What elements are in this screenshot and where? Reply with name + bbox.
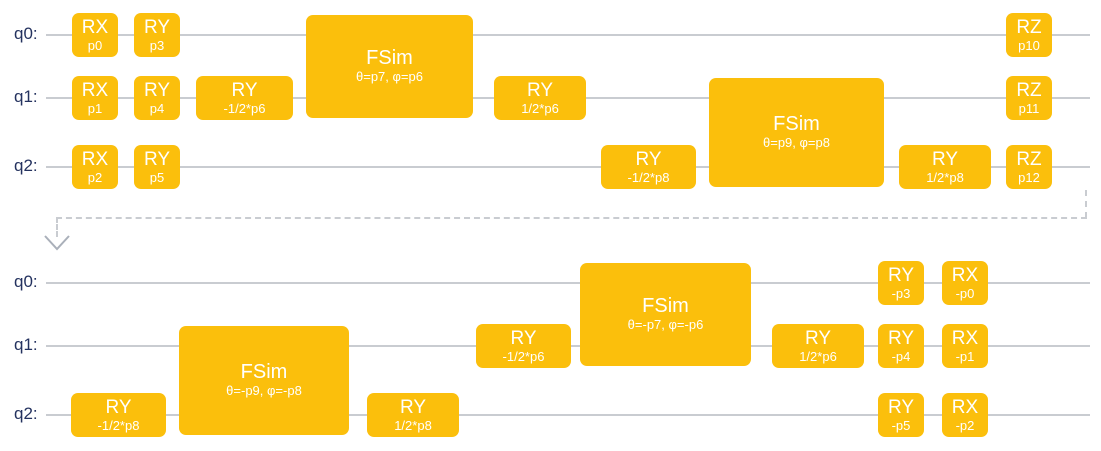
qubit-wire-q0: [46, 34, 1090, 36]
qubit-wire-q0: [46, 282, 1090, 284]
gate-param-label: p4: [149, 100, 165, 116]
gate-name-label: RY: [635, 148, 662, 170]
gate-param-label: 1/2*p8: [926, 169, 964, 185]
gate-param-label: p0: [87, 37, 103, 53]
gate-name-label: FSim: [240, 360, 288, 383]
gate-ry-q2[interactable]: RY-1/2*p8: [601, 145, 696, 189]
gate-param-label: -p5: [891, 417, 911, 433]
gate-param-label: -p4: [891, 348, 911, 364]
gate-param-label: -1/2*p6: [502, 348, 545, 364]
gate-param-label: θ=p9, φ=p8: [763, 134, 830, 150]
qubit-wire-q2: [46, 166, 1090, 168]
gate-name-label: RY: [887, 327, 915, 349]
gate-param-label: θ=p7, φ=p6: [356, 68, 423, 84]
gate-name-label: FSim: [366, 46, 413, 69]
gate-ry-q1[interactable]: RY-1/2*p6: [476, 324, 571, 368]
gate-name-label: FSim: [773, 112, 820, 135]
gate-param-label: -1/2*p8: [97, 417, 140, 433]
connector-vertical-left-segment: [56, 217, 58, 237]
gate-param-label: 1/2*p6: [521, 100, 559, 116]
gate-rx-q0[interactable]: RX-p0: [942, 261, 988, 305]
qubit-label-q2: q2:: [14, 156, 38, 175]
qubit-label-q1: q1:: [14, 335, 38, 354]
gate-param-label: -p2: [955, 417, 975, 433]
gate-name-label: RZ: [1016, 79, 1042, 101]
connector-horizontal-segment: [56, 217, 1087, 219]
qubit-wire-q2: [46, 414, 1090, 416]
gate-param-label: -1/2*p8: [627, 169, 670, 185]
gate-param-label: -p3: [891, 285, 911, 301]
gate-name-label: RY: [804, 327, 832, 349]
gate-name-label: RY: [931, 148, 959, 170]
gate-name-label: RY: [105, 396, 132, 418]
gate-name-label: RY: [231, 79, 258, 101]
gate-name-label: RY: [887, 264, 915, 286]
qubit-label-q0: q0:: [14, 24, 38, 43]
gate-ry-q2[interactable]: RY-p5: [878, 393, 924, 437]
gate-name-label: RY: [510, 327, 537, 349]
gate-name-label: RZ: [1016, 16, 1042, 38]
gate-param-label: 1/2*p6: [799, 348, 837, 364]
gate-param-label: p11: [1018, 100, 1040, 116]
qubit-label-q0: q0:: [14, 272, 38, 291]
gate-name-label: RY: [143, 16, 171, 38]
gate-param-label: -p0: [955, 285, 975, 301]
gate-name-label: FSim: [642, 294, 689, 317]
gate-name-label: RY: [399, 396, 427, 418]
connector-vertical-right-segment: [1085, 190, 1087, 218]
gate-param-label: θ=-p7, φ=-p6: [627, 316, 704, 332]
gate-ry-q1[interactable]: RY-p4: [878, 324, 924, 368]
gate-name-label: RX: [81, 148, 109, 170]
gate-param-label: -p1: [955, 348, 975, 364]
gate-name-label: RX: [951, 327, 979, 349]
gate-rx-q1[interactable]: RX-p1: [942, 324, 988, 368]
gate-param-label: 1/2*p8: [394, 417, 432, 433]
gate-param-label: p2: [87, 169, 103, 185]
gate-ry-q1[interactable]: RY-1/2*p6: [196, 76, 293, 120]
gate-param-label: θ=-p9, φ=-p8: [226, 382, 302, 398]
gate-param-label: p10: [1018, 37, 1040, 53]
gate-name-label: RX: [81, 16, 109, 38]
gate-name-label: RX: [81, 79, 109, 101]
gate-name-label: RY: [143, 79, 171, 101]
gate-name-label: RY: [143, 148, 171, 170]
gate-rx-q2[interactable]: RX-p2: [942, 393, 988, 437]
gate-name-label: RX: [951, 396, 979, 418]
gate-param-label: p12: [1018, 169, 1040, 185]
gate-param-label: -1/2*p6: [223, 100, 266, 116]
qubit-label-q2: q2:: [14, 404, 38, 423]
gate-ry-q2[interactable]: RY-1/2*p8: [71, 393, 166, 437]
gate-param-label: p3: [149, 37, 165, 53]
gate-param-label: p5: [149, 169, 165, 185]
gate-name-label: RY: [887, 396, 915, 418]
gate-name-label: RX: [951, 264, 979, 286]
gate-name-label: RY: [526, 79, 554, 101]
gate-ry-q0[interactable]: RY-p3: [878, 261, 924, 305]
gate-name-label: RZ: [1016, 148, 1042, 170]
gate-param-label: p1: [87, 100, 103, 116]
qubit-label-q1: q1:: [14, 87, 38, 106]
